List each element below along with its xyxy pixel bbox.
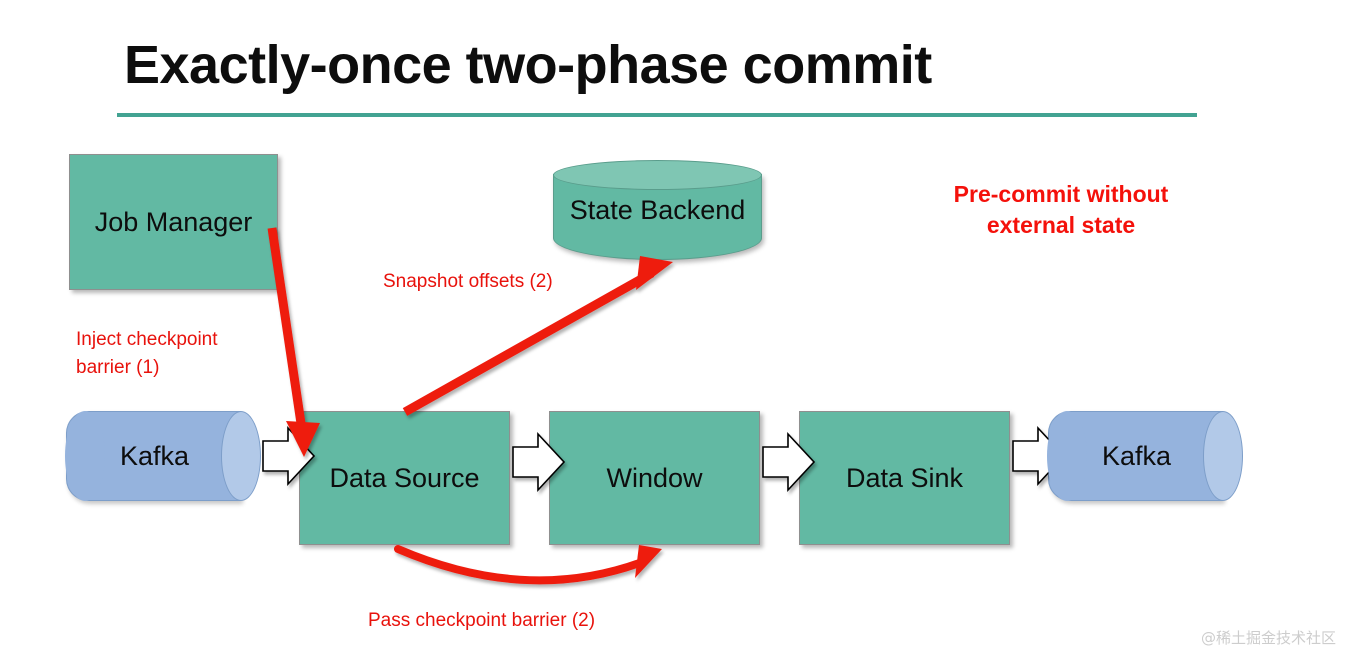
node-data-sink-label: Data Sink: [845, 462, 964, 493]
annotation-pass-barrier: Pass checkpoint barrier (2): [368, 610, 596, 631]
annotation-inject-barrier: Inject checkpoint barrier (1): [76, 329, 218, 378]
title-underline-rule: [117, 113, 1197, 117]
node-state-backend-label: State Backend: [569, 194, 746, 225]
kafka-sink-cylinder-cap: [1203, 411, 1243, 501]
node-kafka-sink[interactable]: Kafka: [1047, 411, 1243, 501]
node-kafka-sink-label: Kafka: [1101, 440, 1172, 471]
red-arrow-pass-checkpoint-barrier: [394, 545, 662, 585]
kafka-source-cylinder-cap: [221, 411, 261, 501]
node-kafka-source-label: Kafka: [119, 440, 190, 471]
node-data-source[interactable]: Data Source: [299, 411, 510, 545]
watermark: @稀土掘金技术社区: [1200, 629, 1336, 647]
node-data-sink[interactable]: Data Sink: [799, 411, 1010, 545]
node-window-label: Window: [606, 462, 703, 493]
kafka-source-cylinder-left-edge: [65, 411, 105, 501]
node-window[interactable]: Window: [549, 411, 760, 545]
node-job-manager[interactable]: Job Manager: [69, 154, 278, 290]
state-backend-cylinder-top: [553, 160, 762, 190]
annotation-snapshot-offsets: Snapshot offsets (2): [383, 271, 553, 292]
annotation-pre-commit: Pre-commit without external state: [953, 181, 1169, 239]
page-title: Exactly-once two-phase commit: [124, 35, 932, 95]
node-kafka-source[interactable]: Kafka: [65, 411, 261, 501]
node-state-backend[interactable]: State Backend: [553, 160, 762, 260]
node-job-manager-label: Job Manager: [94, 206, 253, 237]
node-data-source-label: Data Source: [329, 462, 480, 493]
